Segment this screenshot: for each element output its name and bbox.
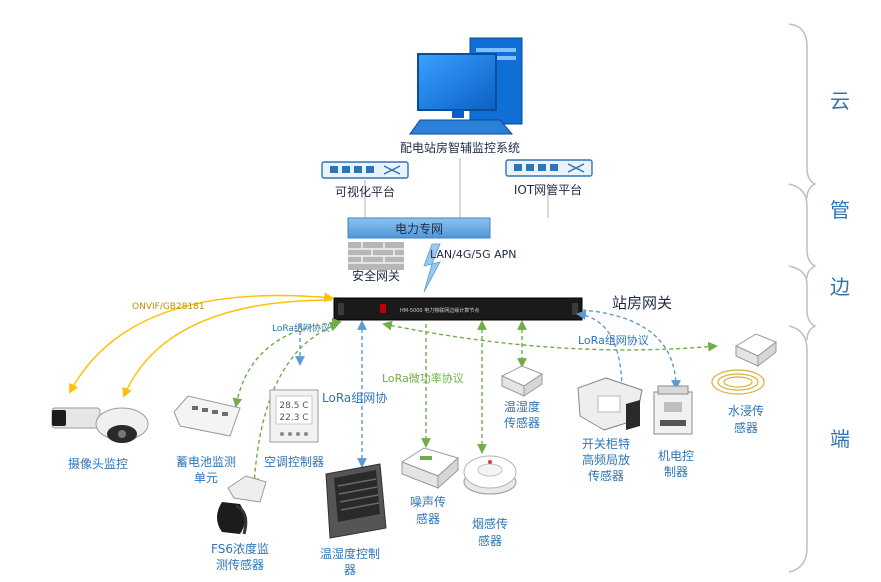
brace-edge [788,265,817,341]
water-label-1: 水浸传 [728,403,764,418]
lora-net-mid-label: LoRa组网协 [322,390,387,405]
station-gateway-device: HM-5000 电力物联网边缘计算节点 站房网关 [333,294,672,321]
security-gateway: 安全网关 [348,242,404,283]
sf6-sensor-icon [227,475,267,503]
pd-label-3: 传感器 [588,468,624,483]
iot-platform-switch: IOT网管平台 [505,159,593,197]
noise-sensor-device: 噪声传 感器 [400,447,459,526]
switch-arrows-icon [383,165,401,175]
sf6-label-1: FS6浓度监 [211,541,269,556]
water-sensor-device: 水浸传 感器 [711,333,777,435]
security-gateway-label: 安全网关 [352,268,400,283]
battery-monitor-device: 蓄电池监测 单元 [173,395,241,485]
ac-temp-1: 28.5 C [279,401,308,411]
ac-controller-device: 28.5 C 22.3 C 空调控制器 [264,389,324,469]
lora-micro-label: LoRa微功率协议 [382,371,464,385]
visual-platform-switch: 可视化平台 [321,161,409,199]
layer-pipe-label: 管 [830,198,850,222]
smoke-sensor-device: 烟感传 感器 [463,455,517,548]
noise-label-1: 噪声传 [410,494,446,509]
power-network-bar: 电力专网 [347,217,491,239]
smoke-label-2: 感器 [478,533,502,548]
th-controller-label-2: 器 [344,563,356,577]
th-sensor-device: 温湿度 传感器 [500,365,544,430]
layer-cloud-label: 云 [830,89,850,113]
brace-pipe [788,183,817,279]
keyboard-icon [409,119,514,135]
noise-label-2: 感器 [416,511,440,526]
iot-platform-label: IOT网管平台 [514,182,582,197]
layer-braces: 云 管 边 端 [788,23,850,573]
camera-label: 摄像头监控 [68,456,128,471]
motor-label-1: 机电控 [658,449,694,463]
pd-label-2: 高频局放 [582,452,630,467]
gateway-logo-icon [380,304,386,313]
th-controller-label-1: 温湿度控制 [320,546,380,561]
water-label-2: 感器 [734,420,758,435]
lightning-icon [423,243,441,293]
pd-sensor-device: 开关柜特 高频局放 传感器 [577,377,643,483]
wireless-link: LAN/4G/5G APN [423,243,516,293]
smoke-label-1: 烟感传 [472,516,508,531]
monitor-screen [417,53,497,111]
lora-net-left-label: LoRa组网协议 [272,322,330,334]
sf6-label-2: 测传感器 [216,557,264,572]
link-type-label: LAN/4G/5G APN [430,248,516,261]
battery-unit-icon [173,395,241,437]
camera-device: 摄像头监控 [51,407,149,471]
lora-net-right-label: LoRa组网协议 [578,333,649,347]
ac-temp-2: 22.3 C [279,413,308,423]
onvif-protocol-label: ONVIF/GB28181 [132,302,205,312]
switch-arrows-icon [567,163,585,173]
battery-label-2: 单元 [194,471,218,485]
motor-controller-icon [653,391,693,435]
layer-end-label: 端 [830,427,850,451]
onvif-links: ONVIF/GB28181 [69,292,334,398]
ac-controller-label: 空调控制器 [264,455,324,469]
th-sensor-label-2: 传感器 [504,415,540,430]
gateway-device-text: HM-5000 电力物联网边缘计算节点 [400,307,479,314]
layer-edge-label: 边 [830,275,850,299]
sf6-sensor-device: FS6浓度监 测传感器 [211,475,269,572]
brace-end [788,325,808,573]
station-gateway-label: 站房网关 [612,294,672,312]
lora-micro-links: LoRa微功率协议 [232,317,718,488]
th-controller-device: 温湿度控制 器 [320,463,387,577]
cloud-connectors [364,158,549,218]
battery-label-1: 蓄电池监测 [176,455,236,469]
monitor-system-label: 配电站房智辅监控系统 [400,140,520,155]
pd-label-1: 开关柜特 [582,436,630,451]
th-sensor-label-1: 温湿度 [504,399,540,414]
motor-controller-device: 机电控 制器 [653,385,694,479]
firewall-icon [348,242,404,270]
power-network-label: 电力专网 [395,221,443,236]
monitor-computer: 配电站房智辅监控系统 [400,37,523,155]
motor-label-2: 制器 [664,465,688,479]
visual-platform-label: 可视化平台 [335,184,395,199]
brace-cloud [788,23,817,199]
